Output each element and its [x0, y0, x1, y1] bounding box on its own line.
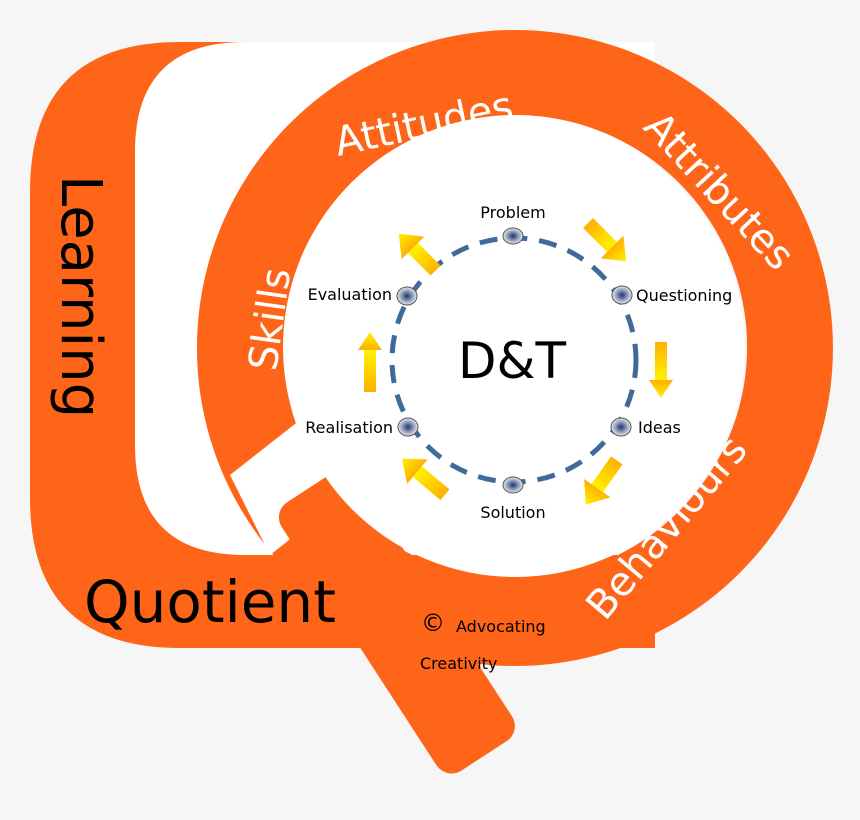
- frame-label-learning: Learning: [48, 175, 113, 418]
- cycle-arrows: [358, 218, 673, 505]
- frame-label-quotient: Quotient: [84, 568, 336, 636]
- arrow-down-icon: [649, 342, 673, 398]
- node-questioning: [611, 285, 633, 305]
- arrow-up-right-icon: [398, 233, 441, 276]
- label-ideas: Ideas: [638, 418, 681, 437]
- label-solution: Solution: [480, 503, 545, 522]
- inner-disc: [285, 117, 745, 577]
- arrow-up-left-icon: [402, 458, 450, 501]
- arrow-down-left-icon: [584, 456, 623, 505]
- node-solution: [502, 476, 524, 494]
- node-problem: [502, 227, 524, 245]
- q-tail: [278, 469, 515, 774]
- cycle-nodes: [396, 227, 633, 494]
- label-problem: Problem: [480, 203, 545, 222]
- arrow-up-icon: [358, 332, 382, 392]
- copyright-icon: ©: [421, 609, 445, 637]
- arrow-down-right-icon: [583, 218, 627, 262]
- node-realisation: [397, 417, 419, 437]
- center-title: D&T: [458, 332, 566, 390]
- node-ideas: [610, 417, 632, 437]
- label-evaluation: Evaluation: [308, 285, 392, 304]
- credit-line-1: Advocating: [456, 617, 546, 636]
- credit-line-2: Creativity: [420, 654, 497, 673]
- label-questioning: Questioning: [636, 286, 732, 305]
- label-realisation: Realisation: [305, 418, 393, 437]
- node-evaluation: [396, 286, 418, 306]
